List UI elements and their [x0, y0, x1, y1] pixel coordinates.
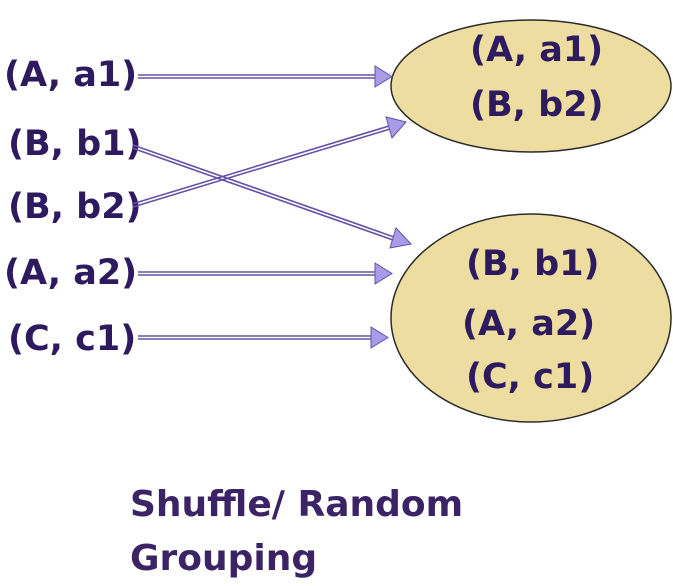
- caption-line-2: Grouping: [130, 538, 318, 579]
- input-tuple: (B, b1): [8, 124, 142, 164]
- group-1-tuple: (A, a1): [470, 30, 603, 70]
- arrow-a-a1-to-group-1: [138, 65, 393, 88]
- shuffle-grouping-diagram: (A, a1) (B, b1) (B, b2) (A, a2) (C, c1) …: [4, 19, 672, 423]
- diagram-caption: Shuffle/ Random Grouping: [130, 478, 463, 586]
- group-2-ellipse: [390, 213, 672, 423]
- arrow-b-b2-to-group-1: [131, 116, 407, 208]
- group-1-tuple: (B, b2): [470, 85, 604, 125]
- group-2-tuple: (C, c1): [466, 357, 594, 397]
- input-tuple: (A, a2): [4, 253, 137, 293]
- input-tuple: (B, b2): [8, 187, 142, 227]
- arrow-a-a2-to-group-2: [138, 262, 393, 285]
- arrow-c-c1-to-group-2: [138, 326, 389, 349]
- group-2-tuple: (B, b1): [466, 244, 600, 284]
- caption-line-1: Shuffle/ Random: [130, 484, 464, 525]
- input-tuple: (C, c1): [8, 319, 136, 359]
- group-2-tuple: (A, a2): [462, 304, 595, 344]
- arrow-b-b1-to-group-2: [131, 144, 412, 249]
- input-tuple: (A, a1): [4, 55, 137, 95]
- group-1-ellipse: [390, 19, 672, 153]
